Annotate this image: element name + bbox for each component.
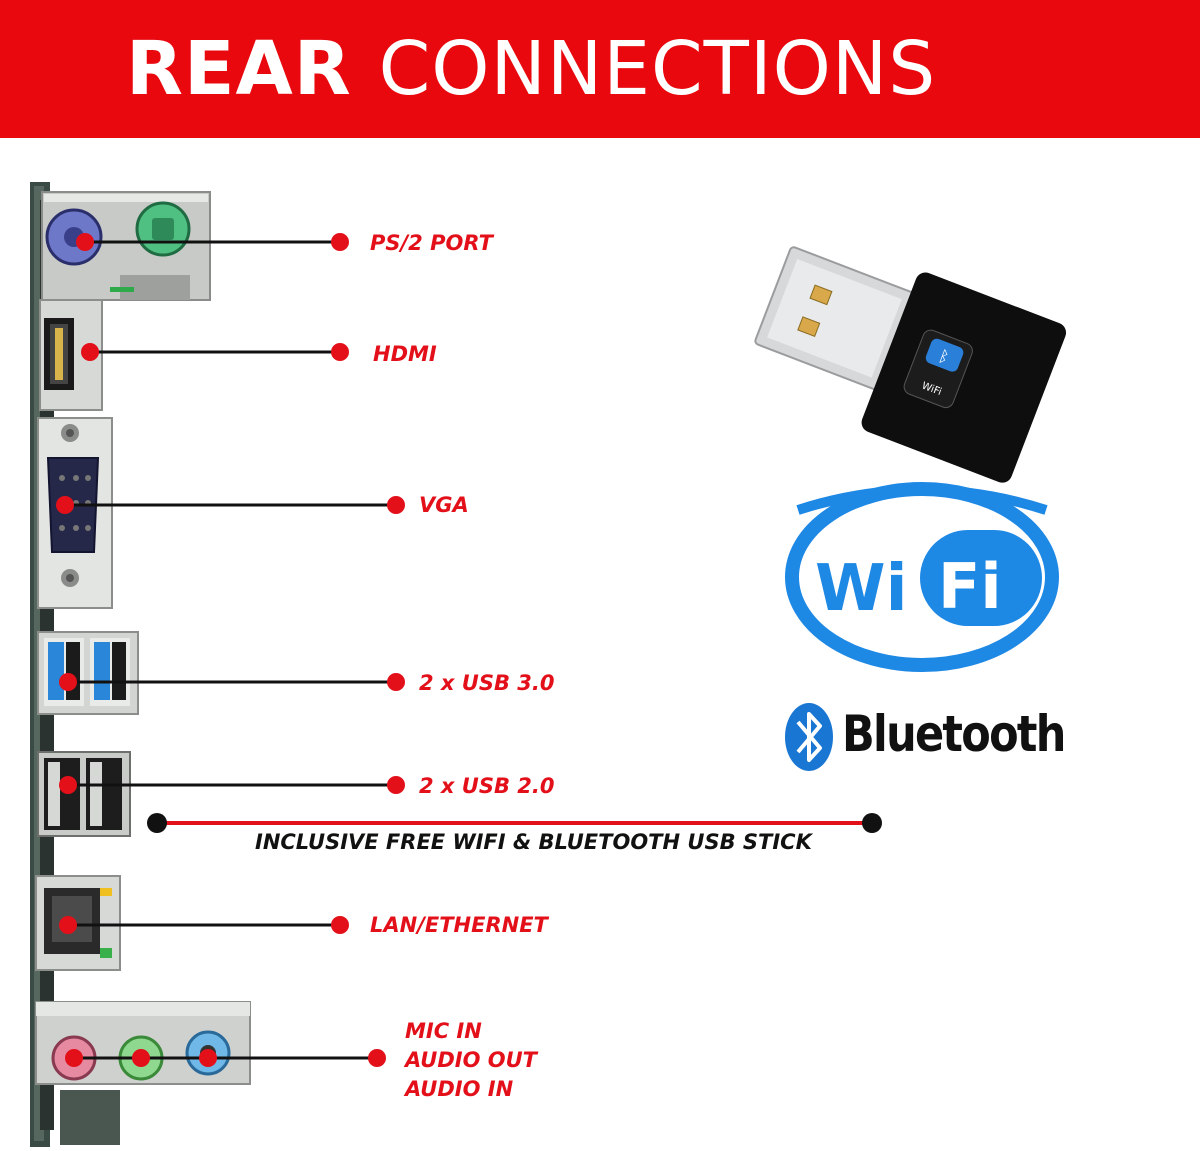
title-regular: CONNECTIONS bbox=[378, 26, 937, 112]
motherboard-io-panel bbox=[30, 182, 251, 1147]
audio-out-label: AUDIO OUT bbox=[405, 1048, 537, 1072]
dongle-bluetooth-badge bbox=[925, 338, 964, 372]
ps2-connector bbox=[41, 191, 211, 301]
usb2-connector bbox=[37, 751, 131, 837]
audio-end-dot bbox=[368, 1049, 386, 1067]
usb2-label: 2 x USB 2.0 bbox=[419, 774, 555, 798]
hdmi-start-dot bbox=[81, 343, 99, 361]
usb3-connector bbox=[37, 631, 139, 715]
vga-label: VGA bbox=[419, 493, 469, 517]
usb3-start-dot bbox=[59, 673, 77, 691]
header-banner: REAR CONNECTIONS bbox=[0, 0, 1200, 138]
vga-start-dot bbox=[56, 496, 74, 514]
accessory-line bbox=[147, 813, 882, 833]
accessory-right-dot bbox=[862, 813, 882, 833]
usb-dongle-image: ᛒ WiFi bbox=[754, 246, 1067, 483]
mic-dot bbox=[65, 1049, 83, 1067]
bluetooth-wordmark: Bluetooth bbox=[842, 705, 1066, 763]
accessory-caption: INCLUSIVE FREE WIFI & BLUETOOTH USB STIC… bbox=[255, 830, 812, 854]
vga-end-dot bbox=[387, 496, 405, 514]
wifi-logo: Wi Fi bbox=[785, 482, 1059, 672]
hdmi-end-dot bbox=[331, 343, 349, 361]
title-bold: REAR bbox=[126, 26, 352, 112]
audio-in-label: AUDIO IN bbox=[405, 1077, 514, 1101]
usb3-end-dot bbox=[387, 673, 405, 691]
ps2-start-dot bbox=[76, 233, 94, 251]
dongle-body bbox=[861, 272, 1067, 483]
ps2-label: PS/2 PORT bbox=[370, 231, 493, 255]
page-title: REAR CONNECTIONS bbox=[126, 24, 936, 114]
hdmi-label: HDMI bbox=[373, 342, 437, 366]
leader-dots bbox=[56, 233, 405, 1067]
audio-labels: MIC IN AUDIO OUT AUDIO IN bbox=[405, 1017, 537, 1104]
usb2-end-dot bbox=[387, 776, 405, 794]
usb3-label: 2 x USB 3.0 bbox=[419, 671, 555, 695]
usb2-start-dot bbox=[59, 776, 77, 794]
leader-lines bbox=[65, 240, 396, 1060]
wifi-fi-pill bbox=[920, 530, 1042, 626]
audio-out-dot bbox=[132, 1049, 150, 1067]
audio-connector bbox=[35, 1001, 251, 1145]
accessory-left-dot bbox=[147, 813, 167, 833]
lan-end-dot bbox=[331, 916, 349, 934]
ps2-end-dot bbox=[331, 233, 349, 251]
vga-connector bbox=[37, 417, 113, 609]
audio-in-dot bbox=[199, 1049, 217, 1067]
wifi-text-fi: Fi bbox=[938, 550, 1002, 623]
wifi-text-wi: Wi bbox=[815, 552, 908, 626]
mic-in-label: MIC IN bbox=[405, 1019, 482, 1043]
lan-connector bbox=[35, 875, 121, 971]
lan-label: LAN/ETHERNET bbox=[370, 913, 548, 937]
lan-start-dot bbox=[59, 916, 77, 934]
bluetooth-icon bbox=[785, 703, 833, 771]
